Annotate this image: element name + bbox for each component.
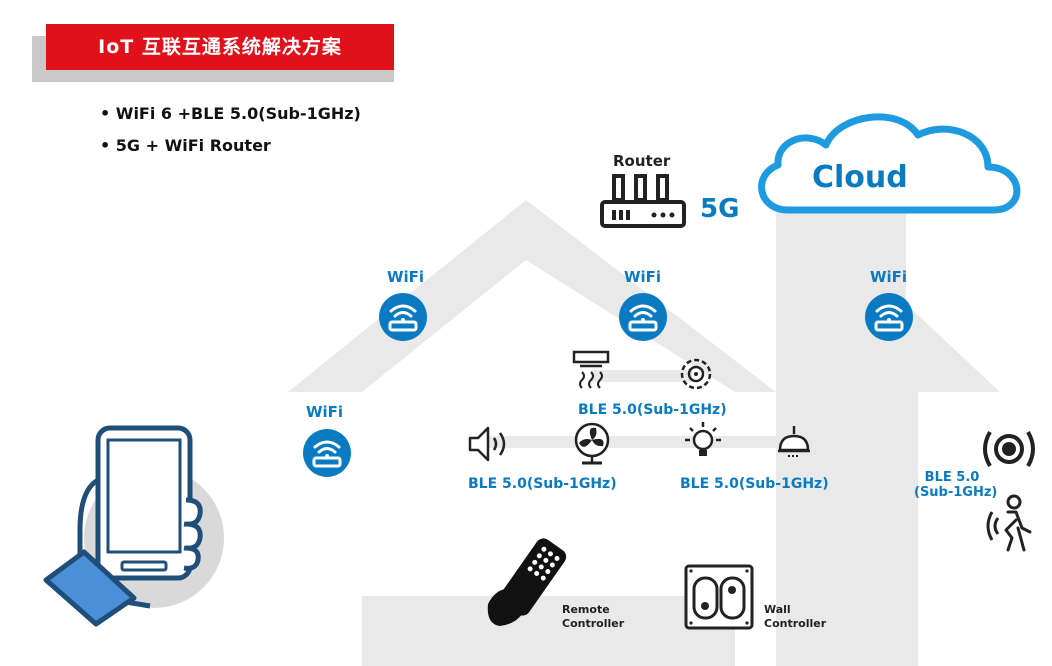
motion-sensor-icon: [986, 494, 1032, 552]
wifi-router-icon: [865, 293, 913, 341]
ble-label-top: BLE 5.0(Sub-1GHz): [578, 402, 727, 418]
ble-label-outside-line1: BLE 5.0: [924, 470, 980, 485]
smartphone-hand-icon: [43, 425, 224, 627]
wifi-router-icon: [303, 429, 351, 477]
ceiling-lamp-icon: [778, 426, 810, 457]
wall-label-line2: Controller: [764, 617, 827, 630]
wall-controller-label: Wall Controller: [764, 603, 826, 631]
network-label: 5G: [700, 194, 740, 224]
wall-label-line1: Wall: [764, 603, 791, 616]
feature-list: WiFi 6 +BLE 5.0(Sub-1GHz) 5G + WiFi Rout…: [100, 98, 361, 162]
cloud-icon: [758, 113, 1021, 214]
remote-label-line1: Remote: [562, 603, 610, 616]
ble-label-outside: BLE 5.0 (Sub-1GHz): [914, 470, 998, 500]
speaker-icon: [468, 426, 506, 462]
wall-switch-icon: [684, 564, 754, 630]
ble-label-left: BLE 5.0(Sub-1GHz): [468, 476, 617, 492]
wifi-label: WiFi: [624, 268, 662, 286]
smoke-detector-icon: [572, 350, 610, 389]
wifi-label: WiFi: [306, 403, 344, 421]
feature-item: WiFi 6 +BLE 5.0(Sub-1GHz): [100, 98, 361, 130]
ble-label-outside-line2: (Sub-1GHz): [914, 485, 998, 500]
light-bulb-icon: [685, 422, 721, 456]
remote-controller-label: Remote Controller: [562, 603, 624, 631]
remote-label-line2: Controller: [562, 617, 625, 630]
wifi-router-icon: [379, 293, 427, 341]
cloud-label: Cloud: [812, 160, 908, 195]
page-title: IoT 互联互通系统解决方案: [46, 24, 394, 70]
remote-controller-icon: [487, 538, 567, 626]
router-icon: [600, 174, 686, 228]
wifi-label: WiFi: [387, 268, 425, 286]
router-label: Router: [613, 152, 671, 170]
wifi-router-icon: [619, 293, 667, 341]
fan-icon: [574, 422, 610, 465]
alarm-siren-icon: [983, 430, 1035, 468]
air-purifier-icon: [680, 358, 712, 390]
ble-label-right: BLE 5.0(Sub-1GHz): [680, 476, 829, 492]
wifi-label: WiFi: [870, 268, 908, 286]
feature-item: 5G + WiFi Router: [100, 130, 361, 162]
